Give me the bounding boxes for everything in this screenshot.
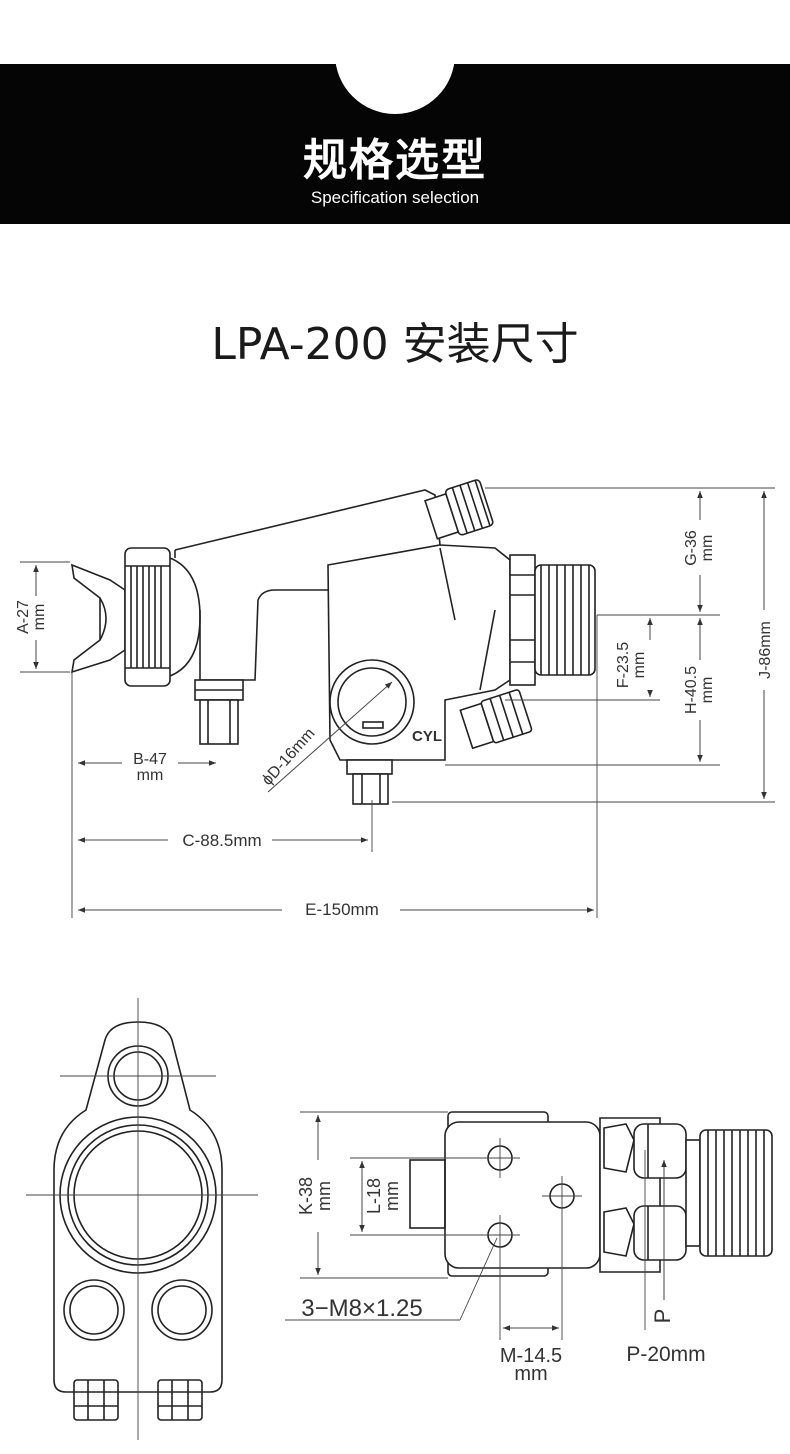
- dim-l-unit: mm: [382, 1181, 402, 1211]
- dim-j-label: J-86mm: [757, 621, 774, 679]
- dim-c-label: C-88.5mm: [182, 831, 261, 850]
- dim-b-label: B-47: [133, 751, 167, 768]
- dim-k-label: K-38: [296, 1177, 316, 1215]
- dim-d-label: ϕD-16mm: [259, 725, 319, 789]
- header-bar: 规格选型 Specification selection: [0, 0, 790, 224]
- dim-l-label: L-18: [364, 1178, 384, 1214]
- dim-g-label: G-36: [683, 530, 700, 566]
- header-title: 规格选型: [303, 135, 487, 186]
- cyl-label: CYL: [412, 728, 442, 745]
- dim-p-arrow-label: P: [650, 1309, 675, 1324]
- dim-f-label: F-23.5: [615, 642, 632, 688]
- dim-h-label: H-40.5: [683, 666, 700, 714]
- dim-p-label: P-20mm: [626, 1343, 705, 1366]
- dim-a-unit: mm: [31, 604, 48, 631]
- dim-e-label: E-150mm: [305, 900, 379, 919]
- dim-b-unit: mm: [137, 767, 164, 784]
- dim-a-label: A-27: [15, 600, 32, 634]
- bottom-view: [409, 1111, 773, 1277]
- model-title: LPA-200 安装尺寸: [211, 319, 579, 370]
- dim-g-unit: mm: [699, 535, 716, 562]
- dim-h-unit: mm: [699, 677, 716, 704]
- side-view: [70, 479, 596, 805]
- dim-m-unit: mm: [514, 1363, 547, 1385]
- header-subtitle: Specification selection: [310, 188, 480, 207]
- dim-m-label: M-14.5: [500, 1345, 562, 1367]
- thread-label: 3−M8×1.25: [301, 1295, 422, 1322]
- header-notch: [335, 0, 455, 114]
- dim-k-unit: mm: [314, 1181, 334, 1211]
- dim-f-unit: mm: [631, 652, 648, 679]
